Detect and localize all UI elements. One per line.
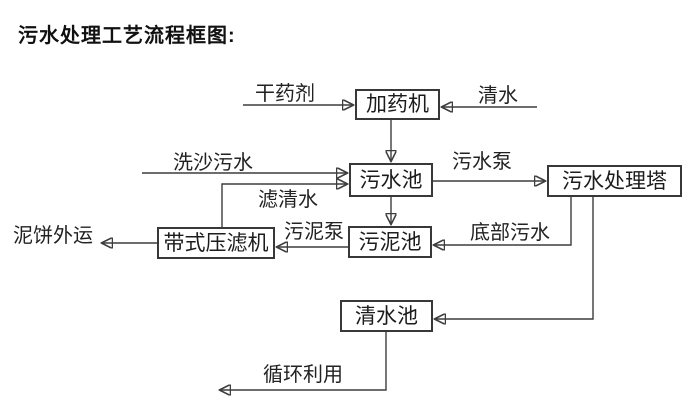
arrow-bottom-sewage-to-sludge-pool bbox=[435, 197, 572, 245]
edge-label-mud-cake-out: 泥饼外运 bbox=[13, 225, 93, 247]
node-dosing-machine: 加药机 bbox=[355, 89, 440, 120]
edge-label-sewage-pump: 污水泵 bbox=[452, 151, 512, 173]
arrow-filtered-water-to-sewage-pool bbox=[221, 184, 346, 227]
edge-label-bottom-sewage: 底部污水 bbox=[470, 222, 550, 244]
node-clean-water-pool: 清水池 bbox=[340, 300, 433, 332]
edge-label-clean-water: 清水 bbox=[478, 85, 518, 107]
arrow-clean-water-pool-to-recycle bbox=[221, 332, 387, 390]
edge-label-dry-agent: 干药剂 bbox=[255, 83, 315, 105]
edge-label-sludge-pump: 污泥泵 bbox=[284, 221, 344, 243]
page-title: 污水处理工艺流程框图: bbox=[18, 25, 236, 47]
node-sewage-pool: 污水池 bbox=[349, 163, 433, 197]
node-sludge-pool: 污泥池 bbox=[348, 226, 432, 258]
node-belt-filter-press: 带式压滤机 bbox=[157, 227, 275, 259]
edge-label-sand-washing-sewage: 洗沙污水 bbox=[173, 152, 253, 174]
node-treatment-tower: 污水处理塔 bbox=[547, 165, 682, 197]
arrow-treatment-tower-to-clean-water-pool bbox=[436, 197, 594, 319]
edge-label-recycle: 循环利用 bbox=[263, 364, 343, 386]
edge-label-filtered-water: 滤清水 bbox=[258, 189, 318, 211]
